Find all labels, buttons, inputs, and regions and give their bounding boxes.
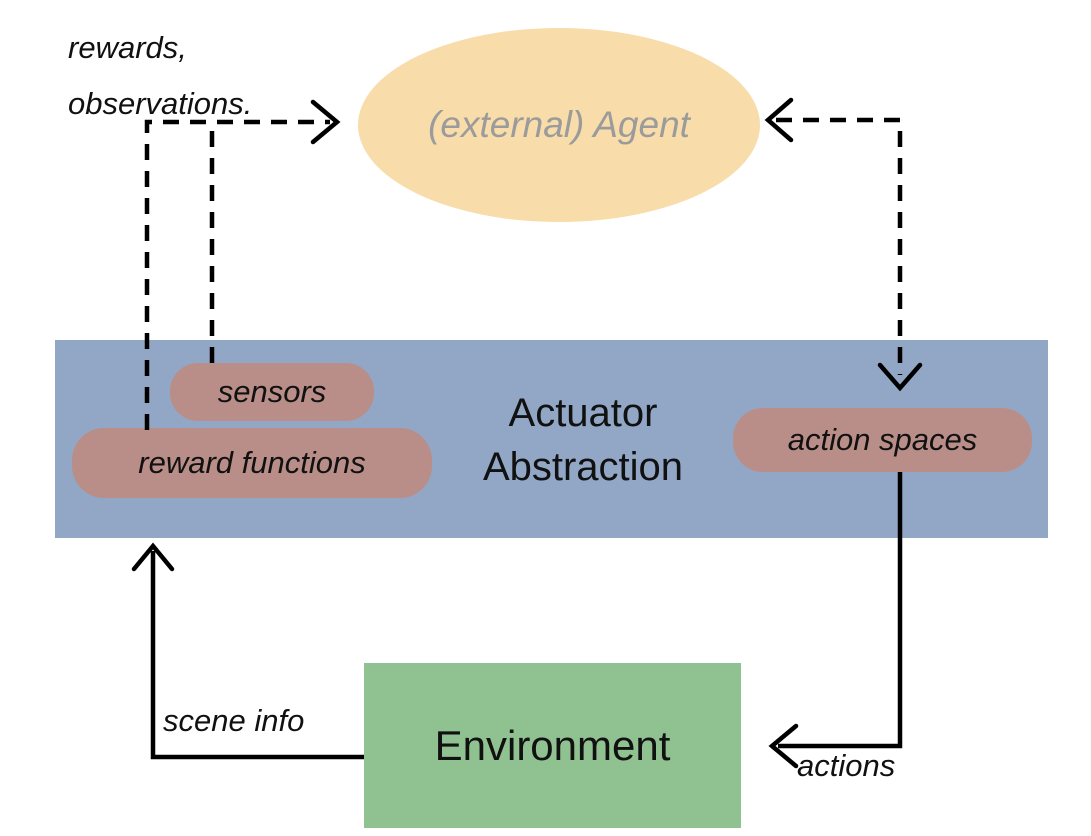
rewards-observations-label: rewards, observations. bbox=[68, 20, 252, 132]
actions-label: actions bbox=[797, 748, 896, 783]
environment-label: Environment bbox=[434, 721, 671, 769]
action-spaces-pill-label: action spaces bbox=[787, 422, 978, 457]
sensors-pill: sensors bbox=[170, 363, 374, 421]
arrowhead-into-agent-right-pointing bbox=[310, 99, 341, 145]
rewards-observations-label-line2: observations. bbox=[68, 85, 253, 121]
agent-node: (external) Agent bbox=[358, 28, 760, 222]
rewards-observations-label-line1: rewards, bbox=[68, 30, 187, 65]
arrowhead-into-environment-left-pointing bbox=[768, 723, 799, 769]
scene-info-label: scene info bbox=[163, 703, 305, 738]
agent-to-action-spaces-line bbox=[776, 117, 903, 375]
sensors-pill-label: sensors bbox=[217, 374, 327, 409]
arrowhead-into-band-up-pointing bbox=[131, 542, 175, 572]
agent-label: (external) Agent bbox=[428, 104, 690, 145]
reward-functions-pill-label: reward functions bbox=[138, 445, 366, 480]
actuator-abstraction-title: Actuator Abstraction bbox=[433, 386, 733, 494]
action-spaces-pill: action spaces bbox=[733, 408, 1032, 472]
actuator-abstraction-title-line1: Actuator bbox=[508, 391, 658, 435]
arrowhead-into-agent-left-pointing bbox=[764, 97, 794, 143]
reward-functions-pill: reward functions bbox=[72, 428, 432, 498]
actuator-abstraction-title-line2: Abstraction bbox=[482, 445, 684, 489]
environment-node: Environment bbox=[364, 663, 741, 828]
